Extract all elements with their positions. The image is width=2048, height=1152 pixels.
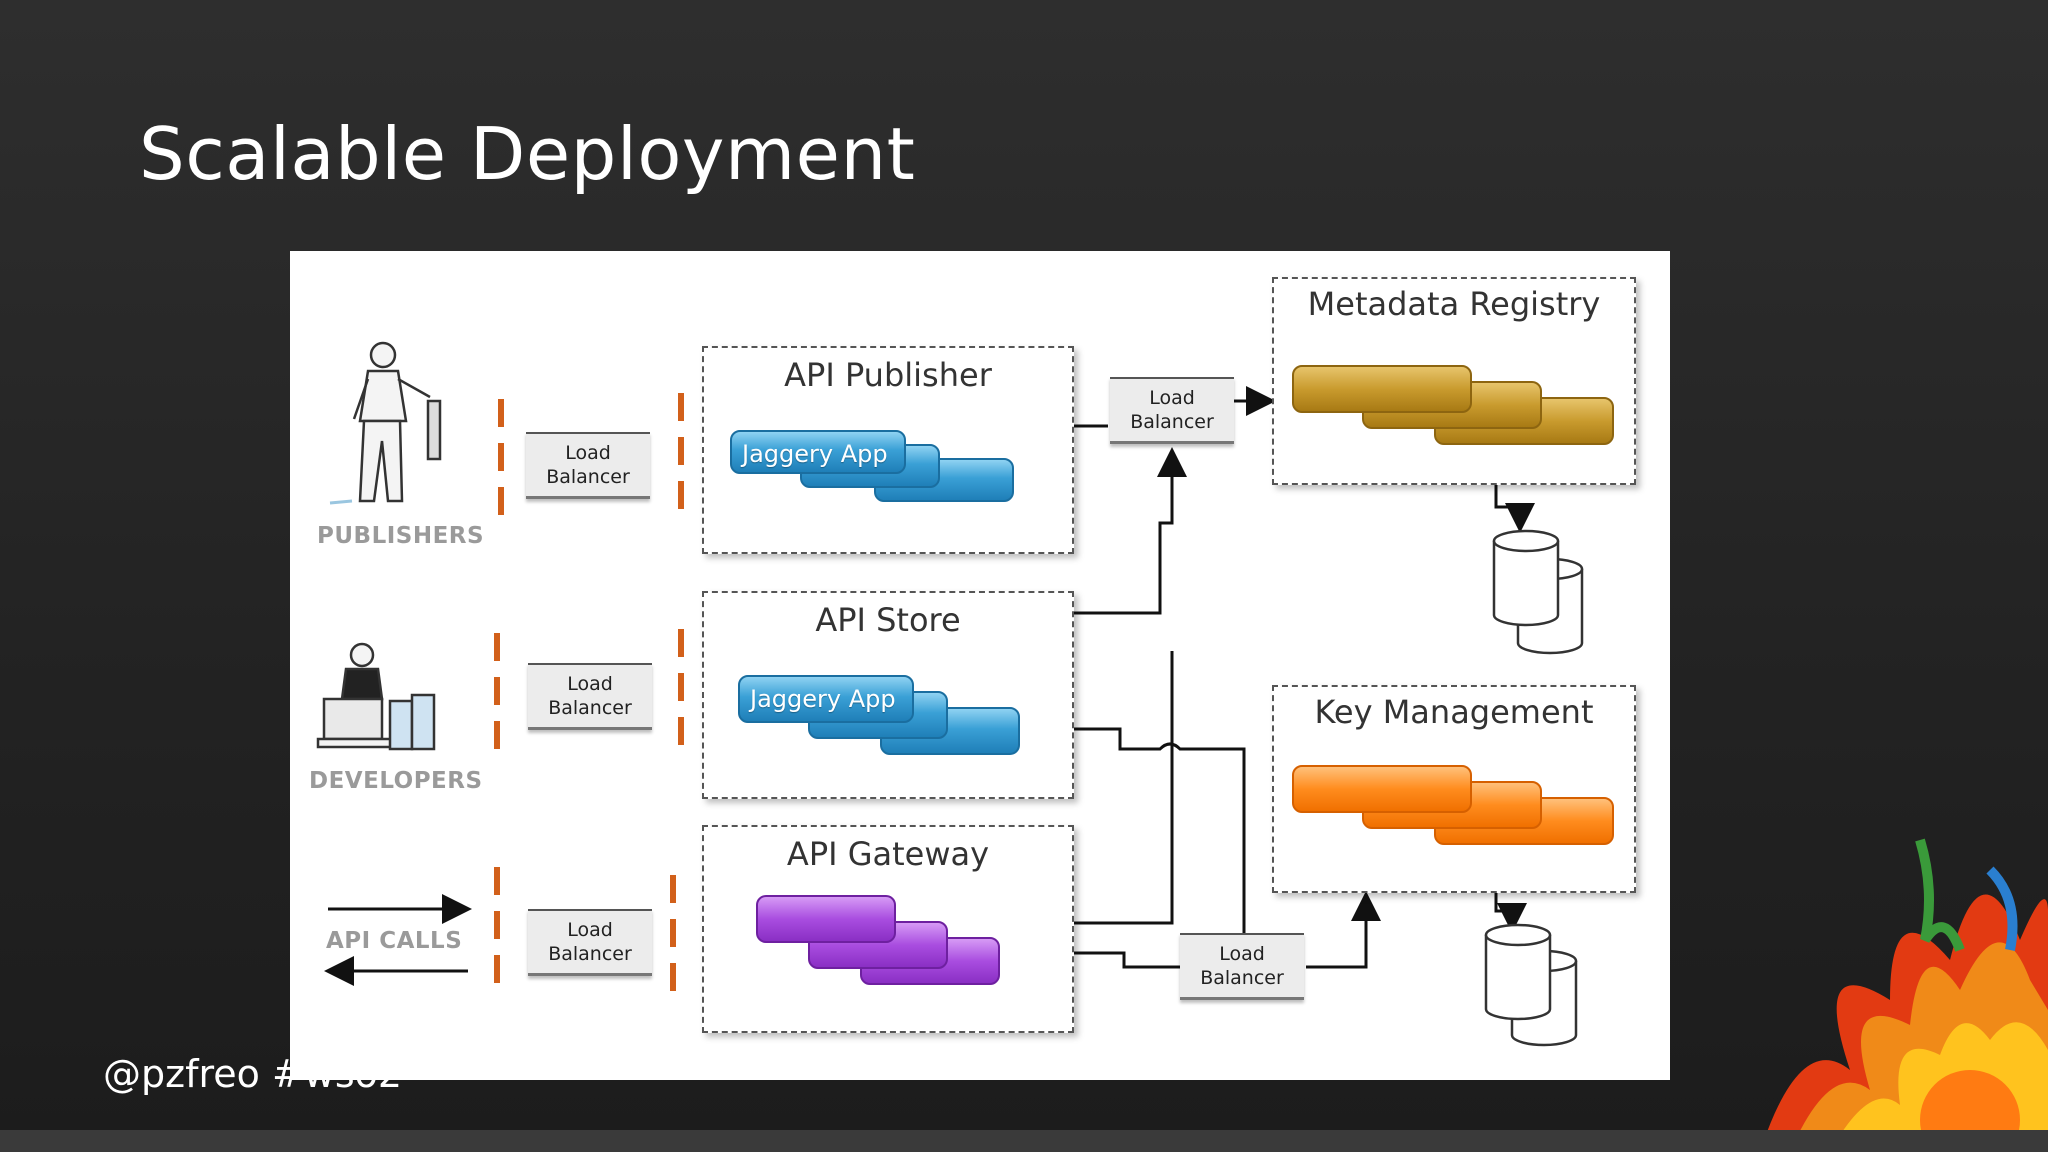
api-publisher-title: API Publisher [784, 356, 992, 394]
store-jaggery-app: Jaggery App [738, 675, 914, 723]
api-store-title: API Store [815, 601, 961, 639]
publisher-person-icon [329, 341, 442, 505]
developers-label: DEVELOPERS [309, 768, 483, 794]
separator-right-2 [678, 629, 684, 759]
api-calls-label: API CALLS [326, 928, 463, 954]
separator-left-1 [498, 399, 504, 519]
registry-instance-1 [1292, 365, 1472, 413]
api-gateway-title: API Gateway [786, 835, 990, 873]
publisher-jaggery-app: Jaggery App [730, 430, 906, 474]
registry-database-icon [1492, 529, 1584, 655]
metadata-registry-title: Metadata Registry [1307, 285, 1601, 323]
keymgmt-instance-1 [1292, 765, 1472, 813]
footer-handle: @pzfreo #wso2 [103, 1052, 403, 1096]
footer-bar [0, 1130, 2048, 1152]
keymgmt-database-icon [1484, 923, 1578, 1047]
separator-right-3 [670, 875, 676, 1005]
sun-decoration-icon [1760, 838, 2048, 1152]
separator-left-3 [494, 867, 500, 997]
metadata-registry-section: Metadata Registry [1272, 277, 1636, 485]
separator-left-2 [494, 633, 500, 763]
gateway-instance-1 [756, 895, 896, 943]
api-gateway-section: API Gateway [702, 825, 1074, 1033]
connector-lines [316, 341, 1584, 1047]
api-store-section: API Store Jaggery App [702, 591, 1074, 799]
developer-person-icon [316, 642, 436, 751]
separator-right-1 [678, 393, 684, 519]
key-management-title: Key Management [1314, 693, 1594, 731]
slide-title: Scalable Deployment [139, 112, 916, 196]
publishers-label: PUBLISHERS [317, 523, 485, 549]
key-management-section: Key Management [1272, 685, 1636, 893]
api-publisher-section: API Publisher Jaggery App [702, 346, 1074, 554]
